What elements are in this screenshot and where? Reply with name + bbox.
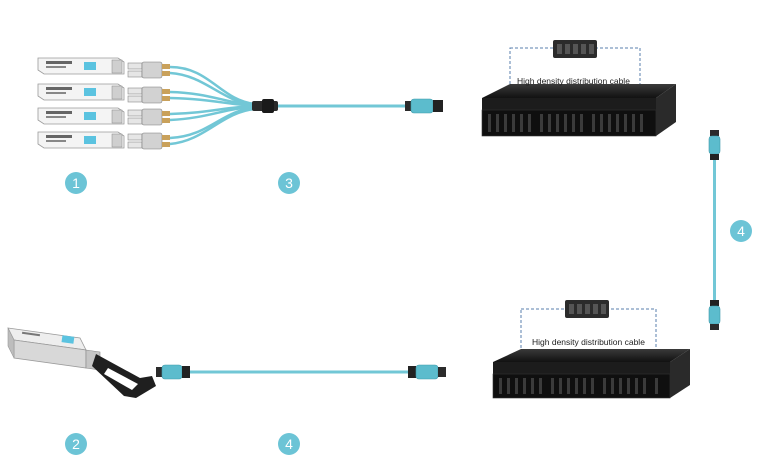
breakout-cable [127,61,443,150]
mpo-connector [405,98,443,114]
breakout-boot [252,99,278,113]
mpo-trunk-cable-vertical [708,130,721,330]
panel-label-bottom: High density distribution cable [532,337,645,347]
step-badge-qsfp: 2 [65,433,87,455]
sfp-transceiver [37,107,125,125]
sfp-transceiver-stack [37,57,125,149]
distribution-panel-top [481,40,676,137]
sfp-transceiver [37,57,125,75]
distribution-panel-bottom [492,300,690,399]
step-badge-horizontal-trunk: 4 [278,433,300,455]
mpo-trunk-cable-horizontal [156,364,446,380]
step-badge-breakout: 3 [278,172,300,194]
step-badge-sfp: 1 [65,172,87,194]
qsfp-transceiver [7,327,156,398]
sfp-transceiver [37,83,125,101]
step-badge-vertical-trunk: 4 [730,220,752,242]
sfp-transceiver [37,131,125,149]
panel-label-top: High density distribution cable [517,76,630,86]
lc-connector-group [127,61,170,150]
